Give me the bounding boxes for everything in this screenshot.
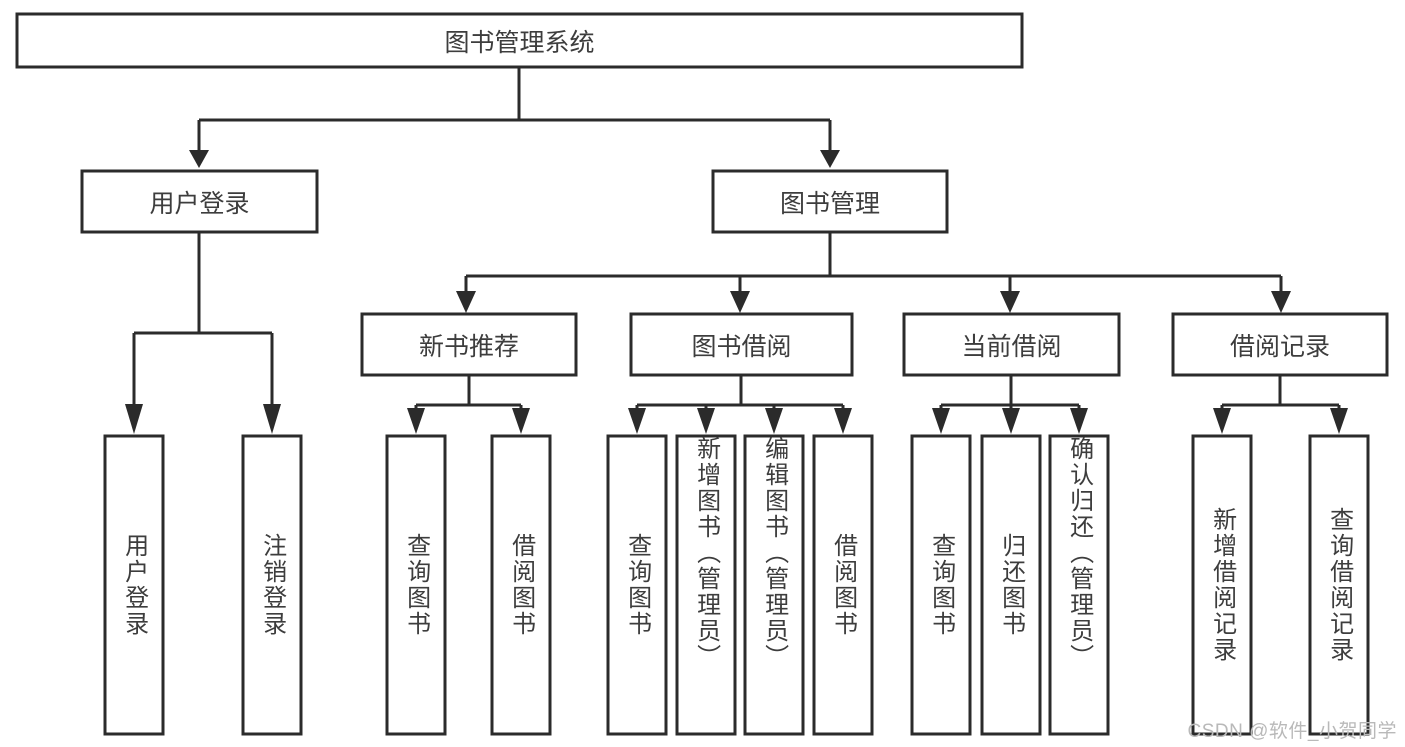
arrowhead-current-borrow xyxy=(1000,291,1020,313)
node-box-current-borrow[interactable] xyxy=(902,312,1121,377)
node-box-user-login[interactable] xyxy=(80,169,319,234)
arrowhead-user-login xyxy=(189,150,209,168)
arrowhead-book-borrow xyxy=(730,291,750,313)
node-box-borrow-record[interactable] xyxy=(1171,312,1389,377)
arrowhead-leaf-return-book xyxy=(1002,408,1020,434)
node-box-leaf-query-book-2[interactable] xyxy=(606,434,668,736)
arrowhead-leaf-borrow-book-2 xyxy=(834,408,852,434)
arrowhead-leaf-query-book-1 xyxy=(407,408,425,434)
arrowhead-book-manage xyxy=(820,150,840,168)
arrowhead-leaf-query-book-3 xyxy=(932,408,950,434)
node-box-leaf-edit-book[interactable] xyxy=(743,434,805,736)
node-box-new-book-recommend[interactable] xyxy=(360,312,578,377)
arrowhead-leaf-user-logout xyxy=(263,404,281,434)
arrowhead-leaf-add-book xyxy=(697,408,715,434)
node-box-leaf-query-book-1[interactable] xyxy=(385,434,447,736)
node-box-leaf-borrow-book-2[interactable] xyxy=(812,434,874,736)
node-box-book-borrow[interactable] xyxy=(629,312,854,377)
node-box-leaf-query-record[interactable] xyxy=(1308,434,1370,736)
node-box-leaf-user-login[interactable] xyxy=(103,434,165,736)
node-box-leaf-query-book-3[interactable] xyxy=(910,434,972,736)
node-box-leaf-borrow-book-1[interactable] xyxy=(490,434,552,736)
node-box-leaf-user-logout[interactable] xyxy=(241,434,303,736)
arrowhead-leaf-user-login xyxy=(125,404,143,434)
node-box-leaf-add-record[interactable] xyxy=(1191,434,1253,736)
arrowhead-leaf-add-record xyxy=(1213,408,1231,434)
node-box-leaf-confirm-return[interactable] xyxy=(1048,434,1110,736)
arrowhead-leaf-edit-book xyxy=(765,408,783,434)
arrowhead-new-book-recommend xyxy=(456,291,476,313)
node-layer xyxy=(15,12,1389,736)
arrowhead-leaf-query-book-2 xyxy=(628,408,646,434)
arrowhead-leaf-query-record xyxy=(1330,408,1348,434)
node-box-book-manage[interactable] xyxy=(711,169,949,234)
node-box-leaf-add-book[interactable] xyxy=(675,434,737,736)
node-box-root[interactable] xyxy=(15,12,1024,69)
node-box-leaf-return-book[interactable] xyxy=(980,434,1042,736)
arrowhead-leaf-confirm-return xyxy=(1070,408,1088,434)
arrowhead-leaf-borrow-book-1 xyxy=(512,408,530,434)
connector-layer xyxy=(125,67,1348,434)
arrowhead-borrow-record xyxy=(1271,291,1291,313)
watermark-text: CSDN @软件_小贺同学 xyxy=(1187,721,1397,742)
